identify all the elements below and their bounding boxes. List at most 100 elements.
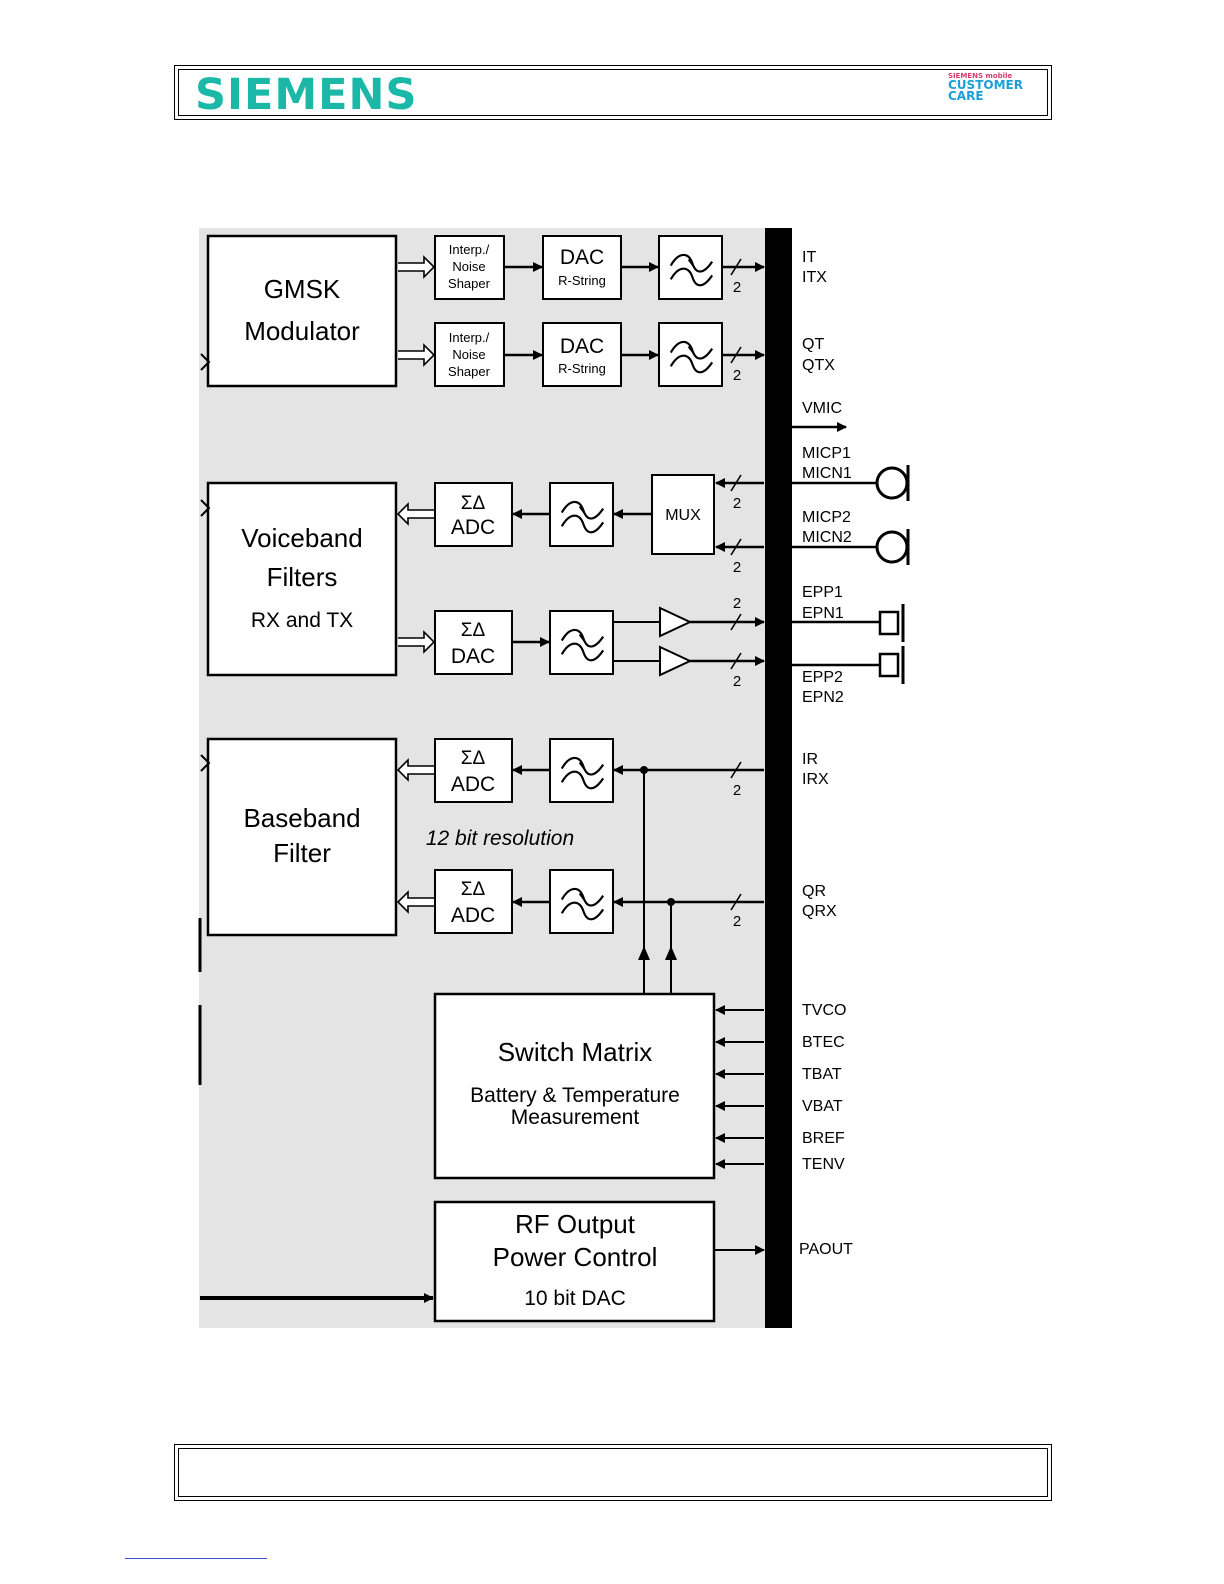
interp-label-2b: Noise	[452, 347, 485, 362]
bus-count-1: 2	[733, 279, 741, 296]
gmsk-left-tick	[200, 353, 211, 371]
pin-btec: BTEC	[802, 1034, 845, 1051]
external-connections	[792, 422, 880, 667]
microphone-icon	[875, 465, 910, 501]
dac-label-2: DAC	[560, 335, 604, 358]
voiceband-subtitle: Filters	[267, 562, 338, 592]
sigma-delta-1: ΣΔ	[461, 493, 486, 514]
adc-label-1: ADC	[451, 516, 495, 539]
pin-tvco: TVCO	[802, 1002, 846, 1019]
footer-frame	[174, 1444, 1052, 1501]
customer-care-line1: CUSTOMER	[948, 78, 1023, 92]
adc-label-3: ADC	[451, 904, 495, 927]
bus-count-3: 2	[733, 495, 741, 512]
pin-paout: PAOUT	[799, 1241, 853, 1258]
baseband-filter-block: Baseband Filter	[206, 737, 398, 937]
bus-count-4: 2	[733, 559, 741, 576]
bus-count-7: 2	[733, 782, 741, 799]
header-frame-inner	[178, 69, 1048, 116]
bus-count-2: 2	[733, 367, 741, 384]
tx-row-1: Interp./ Noise Shaper DAC R-String 2	[398, 235, 765, 300]
tx-row-2: Interp./ Noise Shaper DAC R-String 2	[398, 322, 765, 387]
siemens-logo: SIEMENS	[195, 70, 418, 120]
bus-count-6: 2	[733, 673, 741, 690]
rf-output-block: RF Output Power Control 10 bit DAC	[433, 1200, 716, 1323]
rx-i-row: ΣΔ ADC 2	[396, 738, 764, 803]
gmsk-modulator-block: GMSK Modulator	[206, 234, 398, 388]
speaker-icon-2	[878, 646, 905, 684]
pin-irx: IRX	[802, 771, 829, 788]
pin-qtx: QTX	[802, 357, 835, 374]
switch-matrix-block: Switch Matrix Battery & Temperature Meas…	[433, 992, 716, 1180]
footer-frame-inner	[178, 1448, 1048, 1497]
gmsk-title: GMSK	[264, 274, 341, 304]
interp-label-2a: Interp./	[449, 330, 490, 345]
rf-subtitle: Power Control	[493, 1242, 658, 1272]
dac-sub-1: R-String	[558, 273, 606, 288]
switch-matrix-title: Switch Matrix	[498, 1037, 653, 1067]
pin-labels: IT ITX QT QTX VMIC MICP1 MICN1 MICP2 MIC…	[799, 249, 853, 1258]
pin-vmic: VMIC	[802, 400, 842, 417]
customer-care-logo: SIEMENS mobile CUSTOMER CARE	[948, 72, 1034, 118]
switch-matrix-sub2: Measurement	[511, 1106, 640, 1129]
interp-label-1a: Interp./	[449, 242, 490, 257]
dac-label-3: DAC	[451, 645, 495, 668]
pin-micp2: MICP2	[802, 509, 851, 526]
resolution-note: 12 bit resolution	[426, 827, 574, 850]
pin-vbat: VBAT	[802, 1098, 843, 1115]
adc-label-2: ADC	[451, 773, 495, 796]
switch-matrix-sub1: Battery & Temperature	[470, 1084, 680, 1107]
pin-itx: ITX	[802, 269, 827, 286]
interp-label-1b: Noise	[452, 259, 485, 274]
baseband-left-tick	[200, 754, 211, 772]
interp-label-2c: Shaper	[448, 364, 491, 379]
customer-care-line2: CARE	[948, 89, 984, 103]
voiceband-mode: RX and TX	[251, 609, 353, 632]
voiceband-title: Voiceband	[241, 523, 362, 553]
header-frame	[174, 65, 1052, 120]
rf-dac: 10 bit DAC	[524, 1287, 626, 1310]
microphone-icon-2	[875, 529, 910, 565]
rx-q-row: ΣΔ ADC 2	[396, 869, 764, 934]
bus-count-8: 2	[733, 913, 741, 930]
sigma-delta-4: ΣΔ	[461, 879, 486, 900]
customer-care-small: SIEMENS mobile	[948, 72, 1013, 80]
mux-label: MUX	[665, 507, 701, 524]
pin-epp1: EPP1	[802, 584, 843, 601]
pin-ir: IR	[802, 751, 818, 768]
mic-adc-row: ΣΔ ADC MUX 2 2	[396, 474, 764, 576]
pin-qr: QR	[802, 883, 826, 900]
pin-tbat: TBAT	[802, 1066, 842, 1083]
baseband-title: Baseband	[243, 803, 360, 833]
voiceband-left-tick	[200, 499, 211, 517]
footer-link-underline	[125, 1558, 267, 1559]
pin-epn2: EPN2	[802, 689, 844, 706]
bus-count-5: 2	[733, 595, 741, 612]
amp-triangle-2	[659, 645, 693, 677]
signal-bus-bar	[765, 228, 792, 1328]
speaker-icon	[878, 604, 905, 642]
pin-epp2: EPP2	[802, 669, 843, 686]
switch-inputs	[715, 1005, 764, 1169]
dac-sub-2: R-String	[558, 361, 606, 376]
sigma-delta-3: ΣΔ	[461, 748, 486, 769]
pin-tenv: TENV	[802, 1156, 845, 1173]
amp-triangle-1	[659, 606, 693, 638]
pin-qrx: QRX	[802, 903, 837, 920]
pin-bref: BREF	[802, 1130, 845, 1147]
earpiece-dac-row: ΣΔ DAC 2 2	[398, 595, 765, 690]
pin-it: IT	[802, 249, 816, 266]
gmsk-subtitle: Modulator	[244, 316, 360, 346]
baseband-subtitle: Filter	[273, 838, 331, 868]
pin-epn1: EPN1	[802, 605, 844, 622]
pin-qt: QT	[802, 336, 824, 353]
interp-label-1c: Shaper	[448, 276, 491, 291]
pin-micp1: MICP1	[802, 445, 851, 462]
pin-micn1: MICN1	[802, 465, 852, 482]
sigma-delta-2: ΣΔ	[461, 620, 486, 641]
voiceband-filters-block: Voiceband Filters RX and TX	[206, 481, 398, 677]
pin-micn2: MICN2	[802, 529, 852, 546]
dac-label-1: DAC	[560, 246, 604, 269]
rf-title: RF Output	[515, 1209, 636, 1239]
